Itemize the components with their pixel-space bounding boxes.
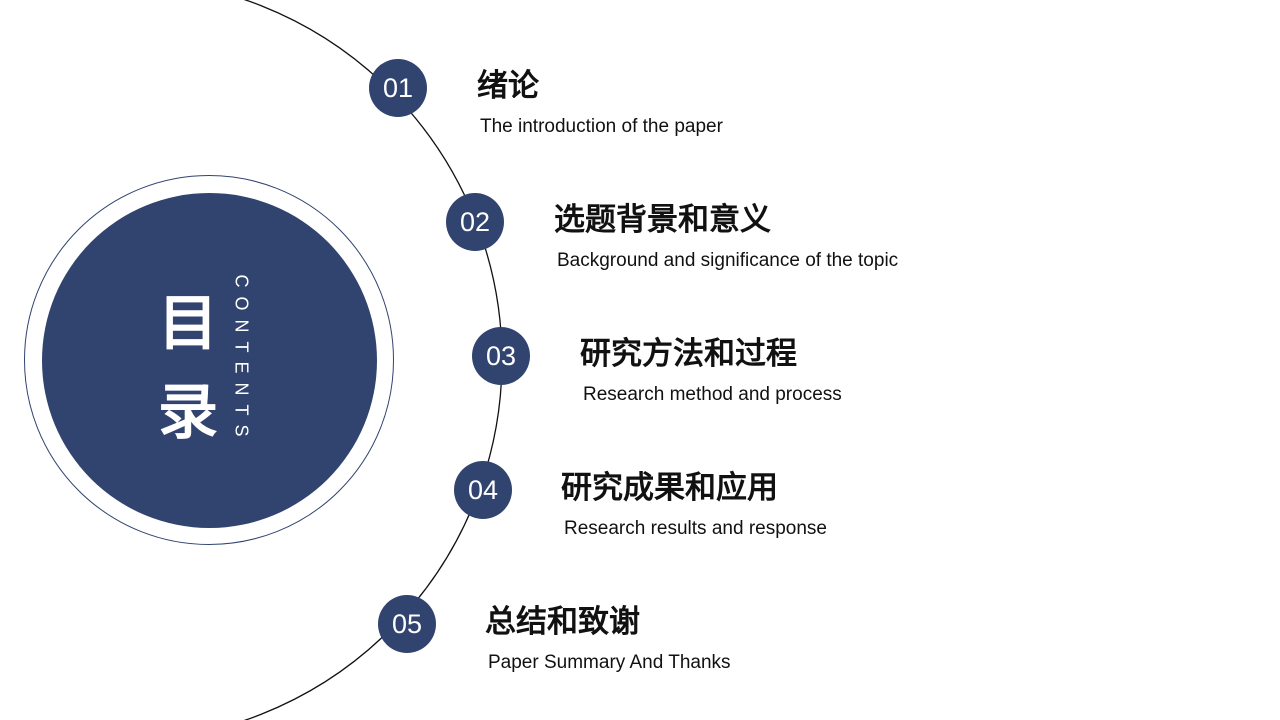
contents-label: CONTENTS [231,274,252,446]
item-number-badge: 03 [472,327,530,385]
item-subtitle: Background and significance of the topic [557,250,899,271]
item-number-badge: 02 [446,193,504,251]
item-subtitle: Research results and response [564,518,827,539]
item-title: 研究方法和过程 [580,336,797,372]
item-subtitle: Paper Summary And Thanks [488,652,731,673]
title-disc [42,193,377,528]
item-number-badge: 04 [454,461,512,519]
item-subtitle: Research method and process [583,384,842,405]
item-title: 绪论 [477,68,539,104]
title-char-1: 目 [158,289,218,359]
item-title: 选题背景和意义 [554,202,771,238]
item-number-badge: 01 [369,59,427,117]
outer-ring [24,175,394,545]
item-title: 研究成果和应用 [561,470,778,506]
item-number-badge: 05 [378,595,436,653]
title-char-2: 录 [158,378,218,448]
item-subtitle: The introduction of the paper [480,116,723,137]
item-title: 总结和致谢 [485,604,640,640]
